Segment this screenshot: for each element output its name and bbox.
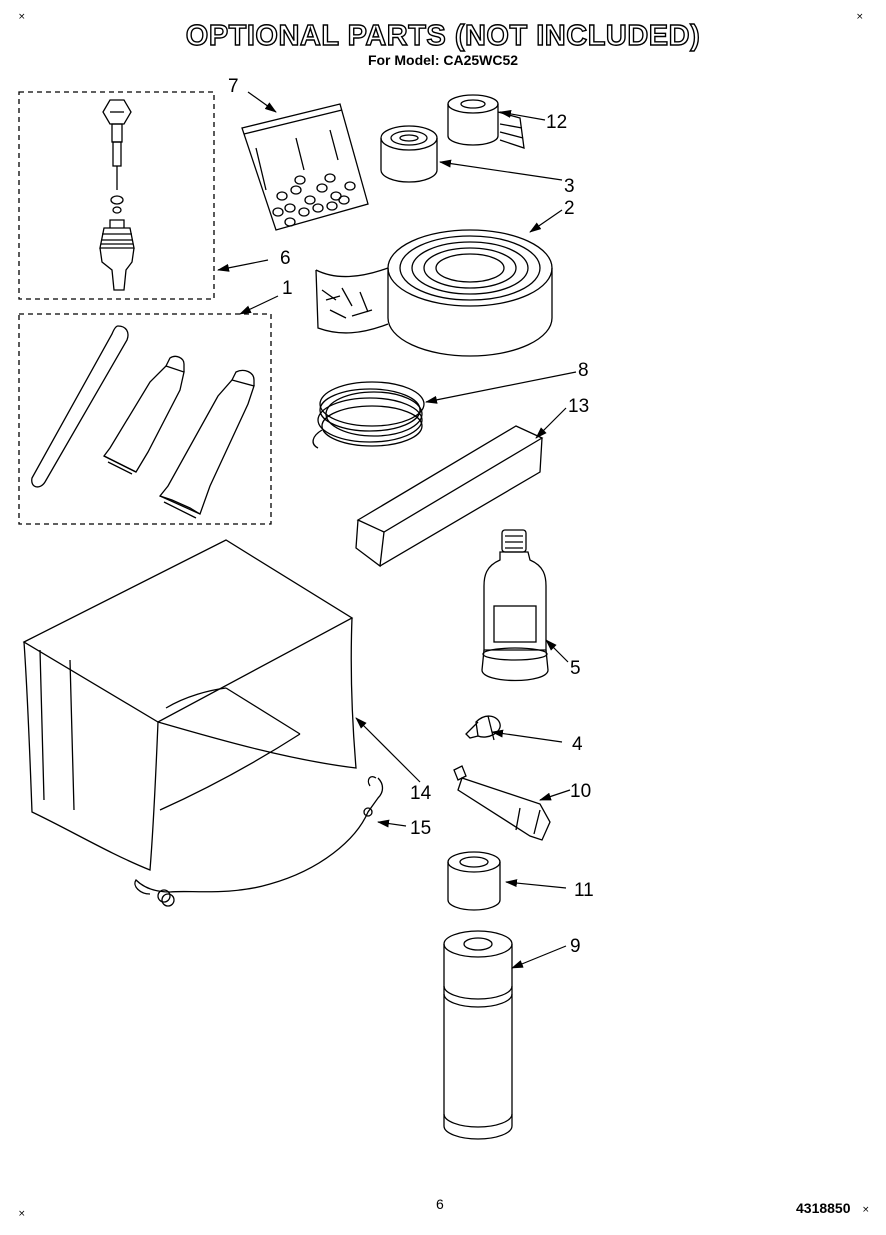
callout-5: 5 <box>570 658 581 679</box>
callout-14: 14 <box>410 783 432 804</box>
callout-3: 3 <box>564 176 575 197</box>
callout-8: 8 <box>578 360 589 381</box>
callout-2: 2 <box>564 198 575 219</box>
document-number: 4318850 <box>796 1200 851 1216</box>
callout-11: 11 <box>574 880 594 901</box>
part-13-foam-block <box>355 425 544 568</box>
page-number: 6 <box>436 1196 444 1212</box>
leader-lines <box>217 91 577 969</box>
part-9-aerosol-can <box>443 930 513 1140</box>
part-10-tube <box>453 765 551 841</box>
part-3-tape-roll <box>380 125 438 183</box>
callout-1: 1 <box>282 278 293 299</box>
callout-12: 12 <box>546 112 567 133</box>
part-2-foam-roll <box>315 229 553 357</box>
part-1-sealant-kit <box>18 313 272 525</box>
part-14-cover <box>22 539 357 871</box>
part-6-fitting-kit <box>18 91 215 300</box>
part-15-cord <box>134 776 384 907</box>
callout-labels: 7 12 3 2 6 1 8 13 5 4 10 14 15 11 9 <box>228 76 594 957</box>
callout-4: 4 <box>572 734 583 755</box>
part-5-bottle <box>481 529 549 682</box>
corner-mark-bottom-left: × <box>18 1209 26 1219</box>
callout-15: 15 <box>410 818 431 839</box>
part-7-screw-bag <box>241 103 369 231</box>
callout-10: 10 <box>570 781 591 802</box>
part-11-roll <box>447 851 501 911</box>
page-title: OPTIONAL PARTS (NOT INCLUDED) <box>185 19 701 52</box>
callout-13: 13 <box>568 396 589 417</box>
callout-7: 7 <box>228 76 239 97</box>
corner-mark-bottom-right: × <box>862 1205 870 1215</box>
corner-mark-top-left: × <box>18 12 26 22</box>
corner-mark-top-right: × <box>856 12 864 22</box>
callout-9: 9 <box>570 936 581 957</box>
part-12-tape-roll <box>447 94 525 149</box>
model-subtitle: For Model: CA25WC52 <box>367 52 519 68</box>
callout-6: 6 <box>280 248 291 269</box>
part-4-nozzle <box>465 715 501 741</box>
part-8-wire-coil <box>312 381 425 449</box>
